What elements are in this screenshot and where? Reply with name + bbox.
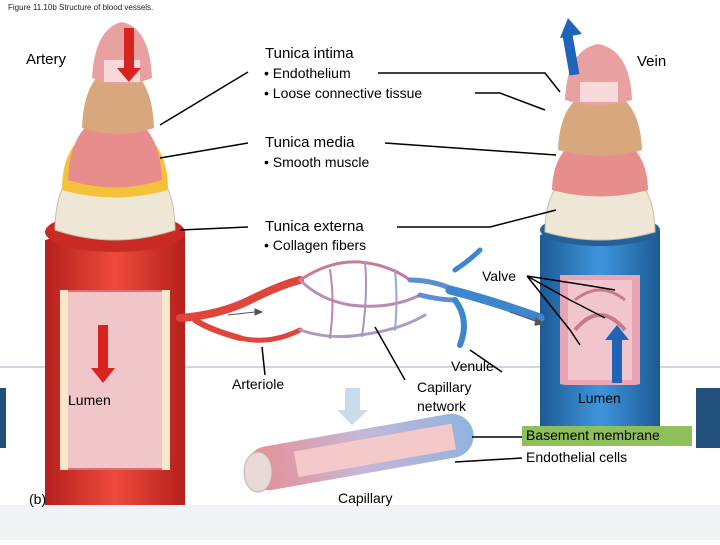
artery-wall-section: [60, 290, 68, 470]
vein-flow-arrows: [560, 18, 629, 383]
leader-valve-1: [526, 275, 606, 319]
leader-externa-vein: [397, 209, 557, 228]
zoom-arrow-icon: [337, 388, 368, 425]
leader-lines: [159, 71, 616, 463]
figure-caption: Figure 11.10b Structure of blood vessels…: [8, 3, 154, 12]
capillary-2: [298, 278, 422, 308]
slide-rule: [0, 366, 720, 368]
vein-lumen-label: Lumen: [578, 390, 621, 406]
capillary-network-label: Capillary: [417, 379, 472, 395]
collagen-label: • Collagen fibers: [264, 237, 367, 253]
capillary-4: [329, 269, 334, 339]
venule-vessel: [407, 277, 453, 291]
leader-capillary: [374, 326, 406, 381]
vein-label: Vein: [637, 53, 667, 70]
artery-lumen-inner: [68, 292, 162, 468]
slide-tab-left: [0, 388, 6, 448]
leader-media-artery: [159, 142, 249, 159]
vein-lower-tube: [540, 380, 660, 435]
slide-tab: [696, 388, 720, 448]
leader-intima-artery: [159, 71, 249, 126]
capillary-6: [394, 269, 398, 331]
capillary-closeup: [243, 413, 474, 493]
basement-membrane-highlight: [522, 426, 692, 446]
artery-label: Artery: [26, 51, 67, 68]
capillary-network-label-2: network: [417, 398, 467, 414]
artery-flow-arrows: [91, 28, 141, 383]
capillary-end: [243, 451, 273, 493]
valve-label: Valve: [482, 268, 516, 284]
slide-margin: [696, 0, 720, 540]
capillary-5: [361, 261, 367, 337]
panel-letter: (b): [29, 491, 47, 507]
vein-illustration: [540, 44, 660, 435]
flow-line-left: [227, 311, 256, 316]
slide-footer: [0, 505, 720, 540]
arteriole-vessel: [176, 276, 304, 322]
up-arrow-icon: [560, 18, 582, 38]
down-arrow-icon-lower: [91, 368, 115, 383]
arteriole-label: Arteriole: [232, 376, 285, 392]
leader-arteriole: [261, 346, 266, 376]
leader-endothelial: [454, 457, 523, 463]
endothelial-cells-label: Endothelial cells: [526, 449, 628, 465]
down-arrow-icon: [117, 68, 141, 82]
capillary-interior: [293, 423, 456, 478]
capillary-1: [298, 260, 412, 282]
venule-branch-2: [452, 297, 467, 348]
tunica-externa-label: Tunica externa: [265, 218, 364, 235]
arrow-shaft: [124, 28, 134, 68]
leader-intima-vein: [378, 72, 561, 93]
leader-media-vein: [384, 142, 557, 156]
artery-illustration: [45, 22, 185, 505]
flow-arrowhead-right: [534, 317, 546, 326]
capillary-label: Capillary: [338, 490, 393, 506]
smooth-muscle-label: • Smooth muscle: [264, 154, 370, 170]
endothelium-label: • Endothelium: [264, 65, 351, 81]
venule-branch-3: [452, 247, 483, 273]
tunica-intima-label: Tunica intima: [265, 45, 354, 62]
leader-venule: [469, 349, 503, 373]
up-arrow-icon-lower: [605, 325, 629, 340]
arrow-shaft-vein-lower: [612, 338, 622, 383]
capillary-3: [298, 313, 427, 339]
arteriole-branch: [192, 317, 243, 341]
artery-lumen-label: Lumen: [68, 392, 111, 408]
flow-arrowhead-left: [254, 308, 264, 316]
artery-wall-section-right: [162, 290, 170, 470]
basement-membrane-label: Basement membrane: [526, 427, 660, 443]
flow-direction-arrows: [227, 308, 546, 326]
arteriole-branch-2: [237, 327, 303, 343]
vein-opening-inner: [580, 82, 618, 102]
venule-label: Venule: [451, 358, 494, 374]
leader-valve-3: [526, 275, 581, 346]
capillary-network: [176, 247, 545, 348]
leader-externa-artery: [179, 226, 249, 231]
arrow-shaft-vein: [562, 34, 580, 76]
vein-valve-upper: [574, 288, 626, 302]
leader-valve-2: [526, 275, 616, 291]
vein-tunica-intima: [558, 88, 642, 156]
tunica-media-label: Tunica media: [265, 134, 355, 151]
leader-connective-vein: [475, 92, 546, 111]
venule-trunk: [445, 285, 545, 323]
venule-branch: [417, 292, 458, 303]
flow-line-right: [509, 311, 539, 323]
arrow-shaft-lower: [98, 325, 108, 370]
loose-connective-label: • Loose connective tissue: [264, 85, 423, 101]
